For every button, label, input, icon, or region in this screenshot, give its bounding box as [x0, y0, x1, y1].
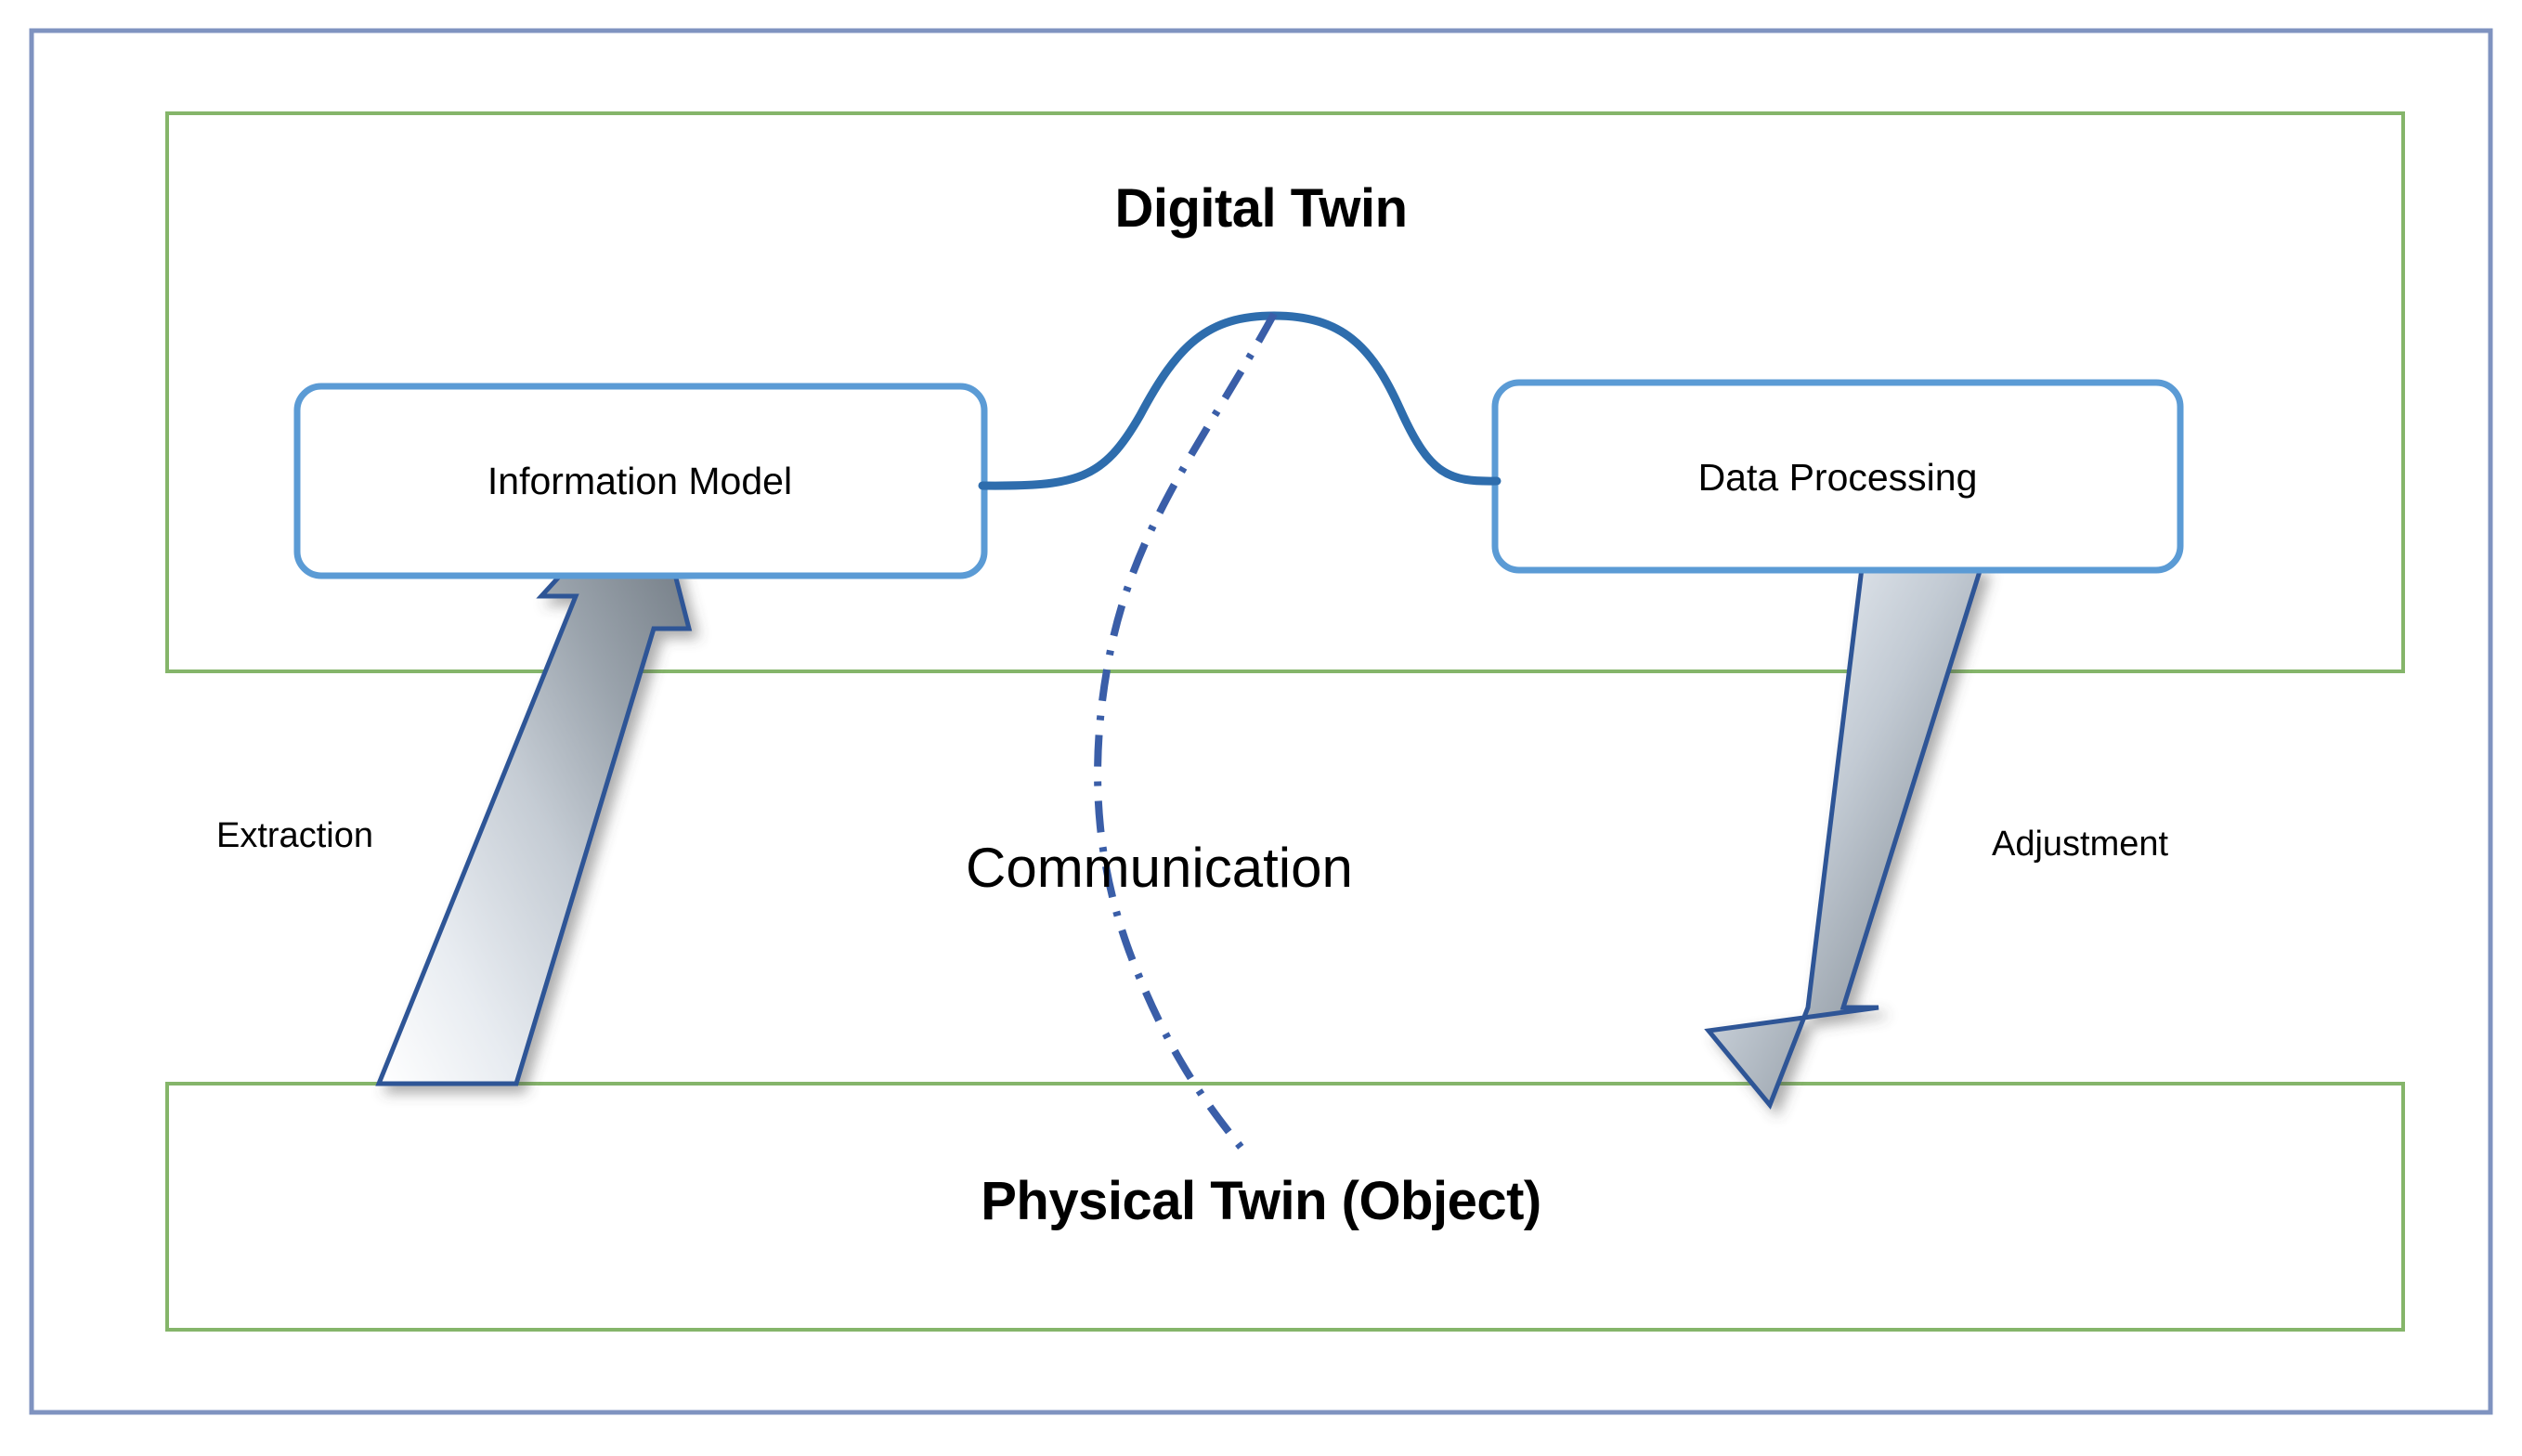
- adjustment-label: Adjustment: [1992, 825, 2169, 864]
- data-processing-box[interactable]: [1491, 379, 2184, 574]
- data-processing-label: Data Processing: [1697, 456, 1978, 499]
- communication-label: Communication: [966, 837, 1353, 899]
- outer-frame: [29, 28, 2493, 1415]
- physical-twin-zone-title: Physical Twin (Object): [981, 1171, 1541, 1231]
- information-model-label: Information Model: [487, 460, 793, 502]
- communication-boundary-line: [1094, 312, 1278, 1154]
- digital-twin-zone-title: Digital Twin: [1114, 178, 1408, 239]
- digital-twin-zone: [165, 111, 2405, 673]
- extraction-label: Extraction: [216, 816, 373, 855]
- information-model-box[interactable]: [293, 383, 988, 579]
- physical-twin-zone: [165, 1082, 2405, 1332]
- adjustment-arrow: [1704, 566, 1984, 1110]
- model-to-processing-connector: [978, 311, 1502, 490]
